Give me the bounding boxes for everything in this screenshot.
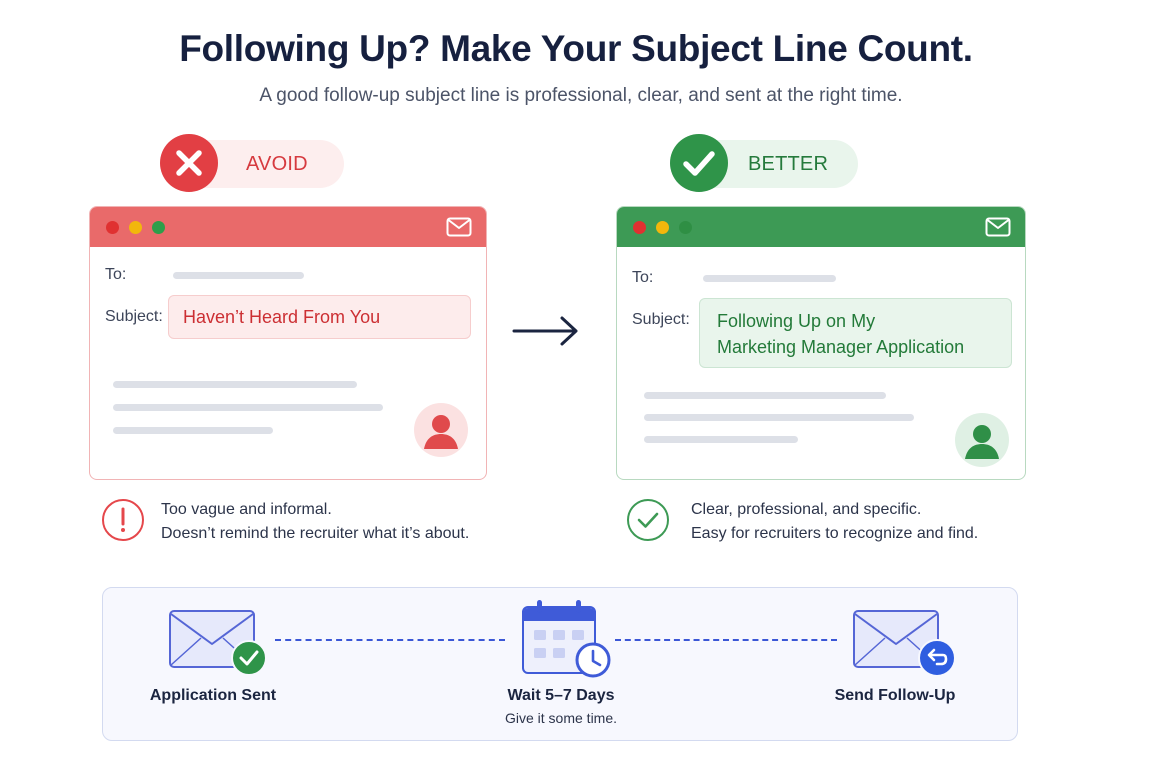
envelope-check-icon [169,610,267,676]
better-subject-text-line-2: Marketing Manager Application [717,337,965,357]
mail-icon [446,217,472,237]
avoid-note-line-2: Doesn’t remind the recruiter what it’s a… [161,525,470,542]
step-wait: Wait 5–7 Days [507,687,615,704]
page-subtitle: A good follow-up subject line is profess… [259,85,903,106]
window-minimize-dot [129,221,142,234]
window-maximize-dot [152,221,165,234]
envelope-reply-icon [853,610,956,677]
window-close-dot [633,221,646,234]
body-placeholder-line [644,436,798,443]
body-placeholder-line [644,392,886,399]
better-email-window: To: Subject: Following Up on My Marketin… [616,206,1026,480]
better-subject-line: Following Up on My Marketing Manager App… [699,298,1012,368]
avoid-badge: AVOID [160,134,344,192]
timeline-panel: Application Sent Wait 5–7 Days Give it s… [102,587,1018,741]
step-application-sent: Application Sent [149,687,277,704]
better-subject-text-line-1: Following Up on My [717,311,876,331]
window-maximize-dot [679,221,692,234]
to-address-placeholder [173,272,304,279]
to-address-placeholder [703,275,836,282]
body-placeholder-line [113,427,273,434]
body-placeholder-line [113,381,357,388]
to-label: To: [632,269,654,286]
check-icon [627,499,669,541]
timeline-connector [615,639,837,641]
better-badge-label: BETTER [748,153,829,175]
body-placeholder-line [113,404,383,411]
body-placeholder-line [644,414,914,421]
avoid-subject-line: Haven’t Heard From You [168,295,471,339]
avoid-note: Too vague and informal. Doesn’t remind t… [161,498,469,546]
check-circle-icon [670,134,728,192]
window-minimize-dot [656,221,669,234]
better-note: Clear, professional, and specific. Easy … [691,498,978,546]
subject-label: Subject: [632,311,690,328]
step-wait-subtext: Give it some time. [504,710,618,726]
avatar-icon [955,413,1009,467]
arrow-right-icon [512,316,578,346]
window-title-bar [617,207,1025,247]
subject-label: Subject: [105,308,163,325]
better-note-line-2: Easy for recruiters to recognize and fin… [691,525,979,542]
avoid-email-window: To: Subject: Haven’t Heard From You [89,206,487,480]
better-note-line-1: Clear, professional, and specific. [691,501,922,518]
better-badge: BETTER [670,134,858,192]
timeline-connector [275,639,505,641]
x-circle-icon [160,134,218,192]
calendar-clock-icon [522,600,611,678]
window-title-bar [90,207,486,247]
warning-icon [102,499,144,541]
mail-icon [985,217,1011,237]
avoid-note-line-1: Too vague and informal. [161,501,332,518]
page-title: Following Up? Make Your Subject Line Cou… [179,28,973,69]
step-send-follow-up: Send Follow-Up [834,687,956,704]
window-close-dot [106,221,119,234]
to-label: To: [105,266,127,283]
avoid-badge-label: AVOID [246,153,308,175]
avatar-icon [414,403,468,457]
avoid-subject-text: Haven’t Heard From You [183,307,381,327]
